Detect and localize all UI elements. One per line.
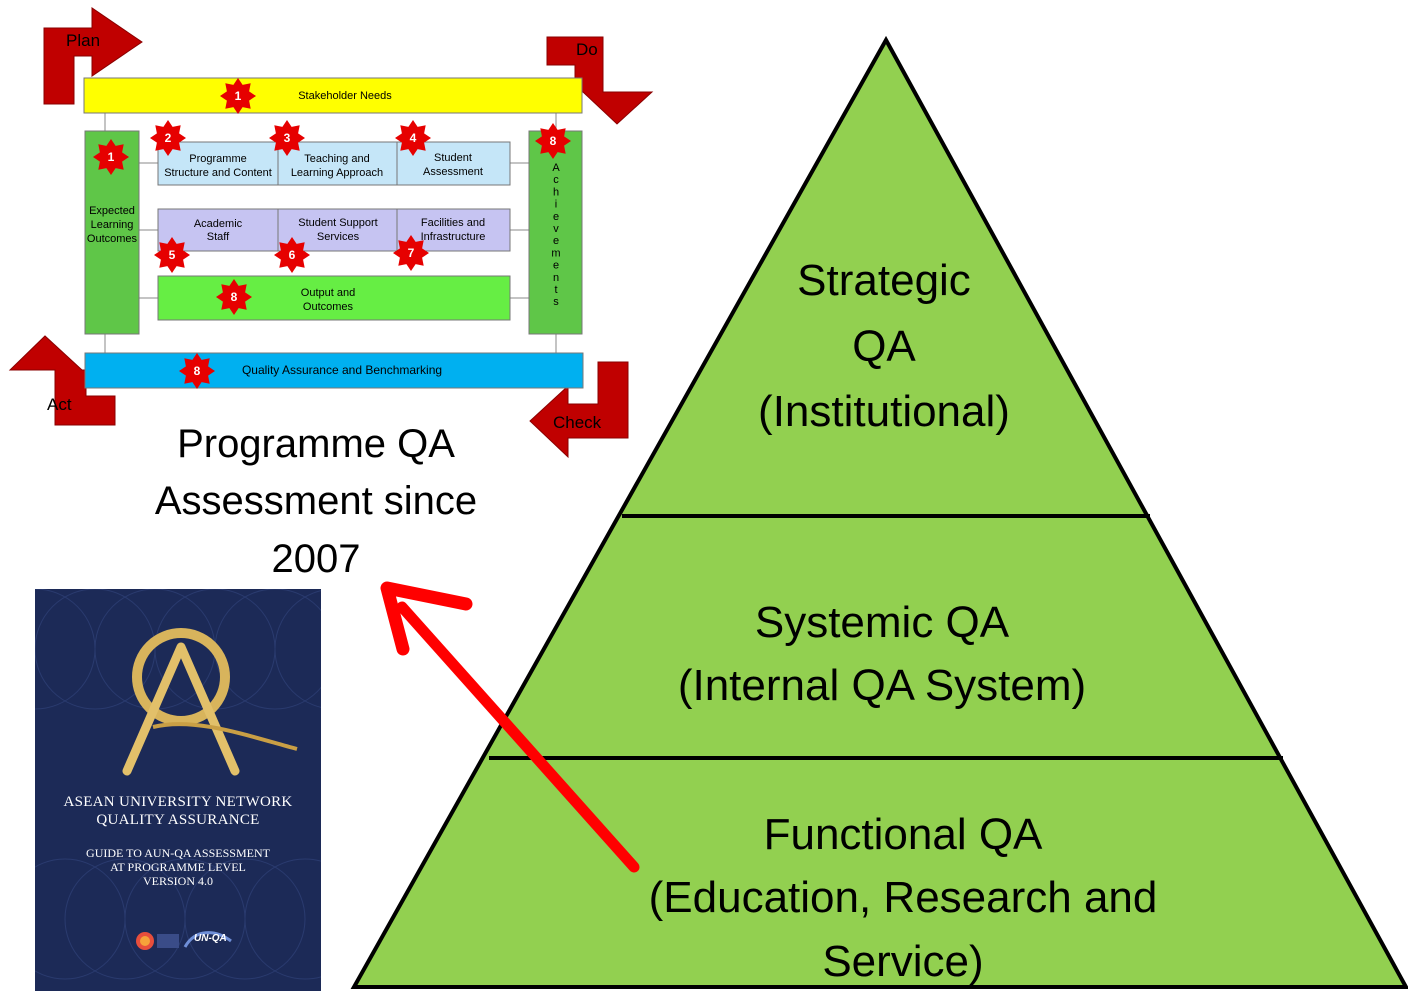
achievements-box xyxy=(528,130,583,335)
achievements-letter: t xyxy=(554,284,557,296)
achievements-letter: m xyxy=(551,247,560,259)
pointer-arrow xyxy=(380,581,640,873)
programme-structure-line-1: Programme xyxy=(189,153,246,165)
achievements-letter: v xyxy=(553,223,559,235)
svg-text:1: 1 xyxy=(108,150,115,164)
book-title-line-1: ASEAN UNIVERSITY NETWORK xyxy=(63,794,293,810)
achievements-letter: e xyxy=(553,260,559,272)
achievements-letter: n xyxy=(553,272,559,284)
student-support-line-1: Student Support xyxy=(298,217,378,229)
stakeholder-needs-label: Stakeholder Needs xyxy=(298,90,392,102)
check-arrow-icon: Check xyxy=(529,361,629,459)
teaching-learning-line-1: Teaching and xyxy=(304,153,369,165)
aun-qa-model: Stakeholder Needs Expected Learning Outc… xyxy=(83,77,584,389)
caption-line-1: Programme QA xyxy=(177,422,455,466)
badge-structure: 2 xyxy=(150,120,186,156)
achievements-letter: s xyxy=(553,296,559,308)
svg-text:2: 2 xyxy=(165,131,172,145)
badge-teaching: 3 xyxy=(269,120,305,156)
pyramid-tier-strategic: Strategic QA (Institutional) xyxy=(758,256,1010,436)
badge-qa: 8 xyxy=(179,353,215,389)
svg-text:4: 4 xyxy=(410,131,417,145)
book-subtitle-line-1: GUIDE TO AUN-QA ASSESSMENT xyxy=(86,846,270,860)
student-support-box xyxy=(277,208,398,252)
output-line-1: Output and xyxy=(301,287,355,299)
pyramid-tier-functional: Functional QA (Education, Research and S… xyxy=(649,810,1158,986)
aun-qa-emblem-icon xyxy=(122,628,298,776)
do-label: Do xyxy=(576,40,598,59)
pdca-cycle: Plan Do Act Check xyxy=(8,7,654,459)
academic-staff-line-2: Staff xyxy=(207,231,230,243)
tier-systemic-line-1: Systemic QA xyxy=(755,598,1010,647)
book-title-line-2: QUALITY ASSURANCE xyxy=(96,812,260,828)
svg-text:8: 8 xyxy=(550,134,557,148)
plan-label: Plan xyxy=(66,31,100,50)
tier-strategic-line-1: Strategic xyxy=(797,256,971,305)
book-logo-text: UN-QA xyxy=(194,933,227,944)
tier-strategic-line-2: QA xyxy=(852,322,916,371)
caption-line-3: 2007 xyxy=(272,537,361,581)
pyramid-tier-systemic: Systemic QA (Internal QA System) xyxy=(678,598,1086,710)
output-line-2: Outcomes xyxy=(303,301,354,313)
act-label: Act xyxy=(47,395,72,414)
aun-qa-guide-book-cover: ASEAN UNIVERSITY NETWORK QUALITY ASSURAN… xyxy=(35,589,321,991)
stakeholder-needs-box xyxy=(83,77,583,114)
badge-support: 6 xyxy=(274,237,310,273)
svg-text:5: 5 xyxy=(169,248,176,262)
student-assessment-box xyxy=(396,141,511,186)
badge-assessment: 4 xyxy=(395,120,431,156)
tier-functional-line-1: Functional QA xyxy=(764,810,1043,859)
output-outcomes-box xyxy=(157,275,511,321)
act-arrow-icon: Act xyxy=(8,335,116,426)
qa-benchmarking-label: Quality Assurance and Benchmarking xyxy=(242,363,442,377)
facilities-line-1: Facilities and xyxy=(421,217,485,229)
badge-achievements: 8 xyxy=(535,123,571,159)
achievements-letter: e xyxy=(553,235,559,247)
achievements-letter: i xyxy=(555,199,557,211)
elo-line-2: Learning xyxy=(91,219,134,231)
tier-systemic-line-2: (Internal QA System) xyxy=(678,661,1086,710)
pyramid-shape xyxy=(350,35,1408,989)
badge-stakeholder: 1 xyxy=(220,78,256,114)
achievements-letter: e xyxy=(553,211,559,223)
svg-text:8: 8 xyxy=(231,290,238,304)
programme-structure-line-2: Structure and Content xyxy=(164,167,272,179)
badge-staff: 5 xyxy=(154,237,190,273)
svg-text:1: 1 xyxy=(235,89,242,103)
footer-logos-icon xyxy=(136,931,232,950)
badge-output: 8 xyxy=(216,279,252,315)
qa-benchmarking-box xyxy=(84,352,584,389)
book-subtitle-line-3: VERSION 4.0 xyxy=(142,874,213,888)
facilities-line-2: Infrastructure xyxy=(421,231,486,243)
achievements-letter: c xyxy=(553,174,559,186)
programme-qa-caption: Programme QA Assessment since 2007 xyxy=(155,422,477,581)
achievements-letter: h xyxy=(553,186,559,198)
student-assessment-line-1: Student xyxy=(434,152,472,164)
teaching-learning-line-2: Learning Approach xyxy=(291,167,383,179)
caption-line-2: Assessment since xyxy=(155,479,477,523)
student-assessment-line-2: Assessment xyxy=(423,166,483,178)
svg-text:8: 8 xyxy=(194,364,201,378)
book-subtitle-line-2: AT PROGRAMME LEVEL xyxy=(110,860,246,874)
book-cover-art xyxy=(35,589,321,980)
academic-staff-line-1: Academic xyxy=(194,218,243,230)
qa-pyramid: Strategic QA (Institutional) Systemic QA… xyxy=(350,35,1408,989)
plan-arrow-icon: Plan xyxy=(43,7,143,105)
elo-line-1: Expected xyxy=(89,205,135,217)
tier-strategic-line-3: (Institutional) xyxy=(758,387,1010,436)
badge-facilities: 7 xyxy=(393,235,429,271)
student-support-line-2: Services xyxy=(317,231,360,243)
svg-text:3: 3 xyxy=(284,131,291,145)
tier-functional-line-2: (Education, Research and xyxy=(649,873,1158,922)
svg-text:7: 7 xyxy=(408,246,415,260)
tier-functional-line-3: Service) xyxy=(822,937,983,986)
svg-text:6: 6 xyxy=(289,248,296,262)
do-arrow-icon: Do xyxy=(546,36,654,125)
achievements-letter: A xyxy=(552,162,560,174)
check-label: Check xyxy=(553,413,602,432)
elo-line-3: Outcomes xyxy=(87,233,138,245)
badge-elo: 1 xyxy=(93,139,129,175)
